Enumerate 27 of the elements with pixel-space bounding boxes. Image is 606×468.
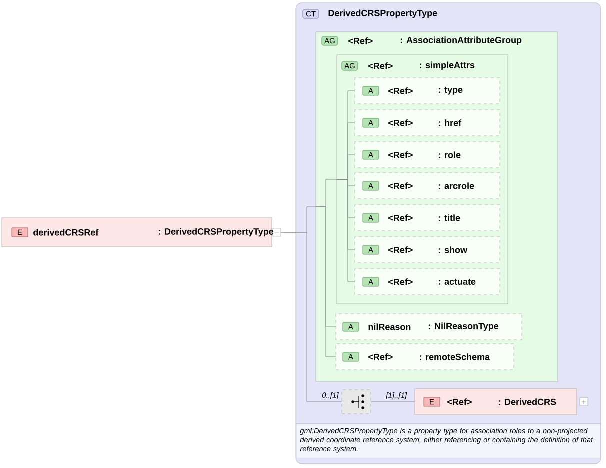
connector-line bbox=[316, 206, 336, 358]
type-name: : simpleAttrs bbox=[420, 62, 475, 70]
component-name: <Ref> bbox=[388, 152, 413, 158]
component-name: <Ref> bbox=[388, 182, 413, 190]
type-name: : actuate bbox=[439, 279, 476, 285]
sequence-box bbox=[342, 390, 372, 414]
type-name: : title bbox=[439, 214, 460, 222]
component-name: <Ref> bbox=[348, 38, 373, 44]
component-name: <Ref> bbox=[388, 278, 413, 286]
type-name: : href bbox=[439, 120, 462, 126]
component-name: <Ref> bbox=[368, 62, 393, 70]
type-name: : remoteSchema bbox=[420, 354, 490, 360]
type-name: : arcrole bbox=[439, 182, 474, 190]
type-name: : role bbox=[439, 152, 461, 158]
component-name: nilReason bbox=[368, 324, 411, 330]
connector-line bbox=[336, 179, 356, 282]
type-name: : show bbox=[439, 246, 468, 254]
type-name: : type bbox=[439, 87, 463, 95]
connector-line bbox=[280, 232, 342, 402]
component-name: <Ref> bbox=[388, 88, 413, 94]
component-name: <Ref> bbox=[368, 354, 393, 360]
component-name: <Ref> bbox=[388, 214, 413, 222]
type-name: : AssociationAttributeGroup bbox=[401, 36, 522, 46]
component-name: DerivedCRSPropertyType bbox=[328, 10, 438, 18]
component-name: <Ref> bbox=[388, 246, 413, 254]
component-name: <Ref> bbox=[388, 120, 413, 126]
type-name: : NilReasonType bbox=[429, 322, 499, 332]
